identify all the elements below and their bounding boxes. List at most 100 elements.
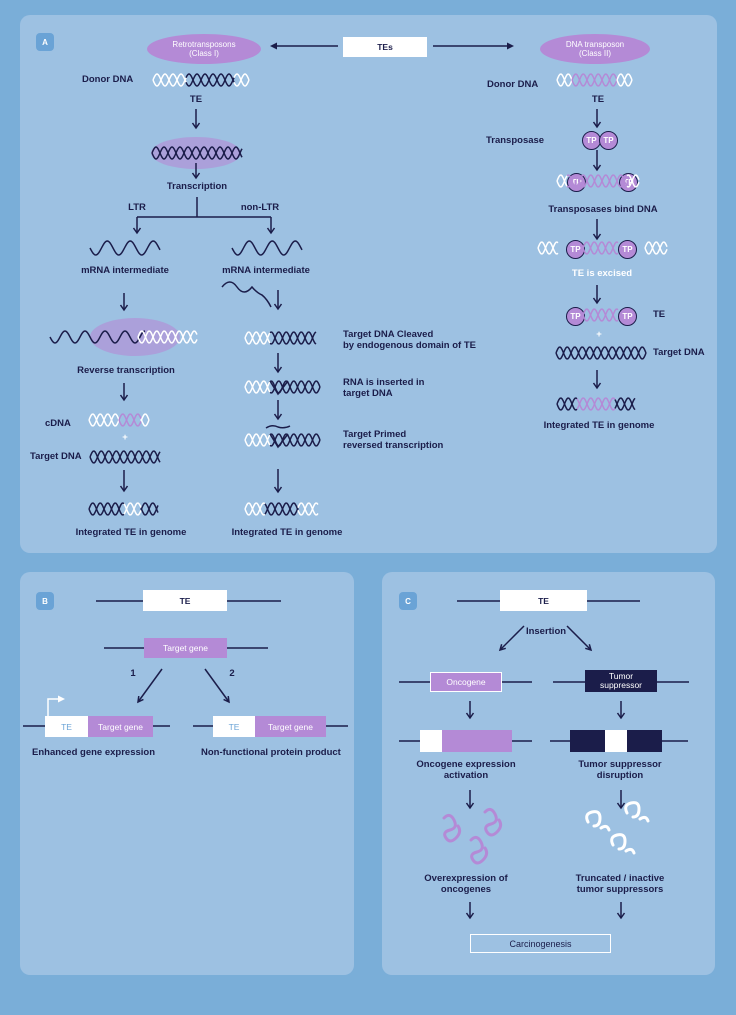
b-te-box: TE <box>143 590 227 611</box>
mrna-nonltr-label: mRNA intermediate <box>222 265 310 276</box>
promoter-arrow-icon <box>47 698 62 716</box>
dna-helix-icon <box>140 418 150 427</box>
dna-helix-icon <box>571 73 618 87</box>
target-primed-line2: reversed transcription <box>343 439 444 451</box>
dna-helix-icon <box>566 174 628 188</box>
dna-helix-icon <box>244 502 266 516</box>
arrow-head-icon <box>498 644 506 652</box>
arrow-head-icon <box>616 712 626 720</box>
retrotransposons-pill: Retrotransposons(Class I) <box>147 34 261 64</box>
arrow-head-icon <box>273 486 283 494</box>
panel-a-badge: A <box>36 33 54 51</box>
arrow-diagonal-icon <box>499 625 525 651</box>
te-excised-label: TE is excised <box>571 268 633 279</box>
arrow-head-icon <box>507 42 514 50</box>
dna-helix-icon <box>582 241 619 255</box>
arrow-diagonal-icon <box>137 668 163 703</box>
transcription-blob <box>151 137 241 169</box>
dna-helix-icon <box>264 502 299 516</box>
panel-a <box>20 15 717 553</box>
tp-circle: TP <box>566 307 585 326</box>
dna-helix-icon <box>118 413 142 427</box>
dna-te-label: TE <box>591 94 605 105</box>
dna-pill-line1: DNA transposon <box>565 39 625 49</box>
ltr-label: LTR <box>128 202 146 213</box>
mrna-strand-icon <box>231 240 303 256</box>
dna-helix-icon <box>185 73 235 87</box>
dna-helix-icon <box>644 241 668 255</box>
panel-c <box>382 572 715 975</box>
dna-helix-icon <box>582 308 619 322</box>
dna-helix-icon <box>297 502 319 516</box>
retro-pill-line1: Retrotransposons <box>172 39 236 49</box>
onco-activation-line1: Oncogene expression <box>416 759 516 770</box>
arrow-head-icon <box>585 644 593 652</box>
dna-helix-icon <box>88 502 125 516</box>
dna-helix-icon <box>244 380 271 394</box>
transposase-label: Transposase <box>486 135 545 146</box>
dna-helix-icon <box>140 502 159 516</box>
integrated-ltr-label: Integrated TE in genome <box>75 527 187 538</box>
arrow-head-icon <box>592 233 602 241</box>
dna-helix-icon <box>244 331 271 345</box>
tp-circle: TP <box>566 240 585 259</box>
truncated-protein-icon <box>585 810 611 832</box>
retro-plus: + <box>122 432 128 443</box>
dna-helix-icon <box>123 502 142 516</box>
arrow-head-icon <box>592 382 602 390</box>
dna-helix-icon <box>556 175 568 188</box>
ts-line2: suppressor <box>599 680 643 690</box>
dna-pill-line2: (Class II) <box>578 49 611 58</box>
ts-gene-white <box>605 730 627 752</box>
rna-inserted-line2: target DNA <box>343 387 393 399</box>
b-target-gene-left: Target gene <box>88 716 153 737</box>
tp-circle: TP <box>582 131 601 150</box>
dna-transposon-pill: DNA transposon(Class II) <box>540 34 650 64</box>
dna-helix-icon <box>582 308 619 322</box>
dna-helix-icon <box>582 241 619 255</box>
oncogene-protein-icon <box>469 835 489 865</box>
ts-disruption-line1: Tumor suppressor <box>578 759 662 770</box>
arrow-head-icon <box>465 712 475 720</box>
ts-gene-navy-right <box>627 730 662 752</box>
arrow-head-icon <box>592 297 602 305</box>
dna-helix-icon <box>556 397 578 411</box>
b-target-gene-right: Target gene <box>255 716 326 737</box>
dna-helix-icon <box>576 397 616 411</box>
reverse-transcription-label: Reverse transcription <box>77 365 175 376</box>
dna-helix-icon <box>88 413 120 427</box>
panel-c-badge: C <box>399 592 417 610</box>
oncogene-protein-icon <box>442 813 462 843</box>
b-te-small-left: TE <box>45 716 88 737</box>
b-target-gene-box: Target gene <box>144 638 227 658</box>
dna-helix-icon <box>244 502 266 516</box>
ts-gene-navy-left <box>570 730 605 752</box>
dna-helix-icon <box>140 413 150 422</box>
arrow-head-icon <box>592 121 602 129</box>
dna-plus: + <box>596 329 602 340</box>
non-ltr-label: non-LTR <box>240 202 280 213</box>
dna-helix-icon <box>269 380 321 394</box>
dna-helix-icon <box>269 331 317 345</box>
tes-box: TEs <box>343 37 427 57</box>
enhanced-label: Enhanced gene expression <box>32 747 156 758</box>
dna-helix-icon <box>269 331 317 345</box>
dna-helix-icon <box>137 330 198 344</box>
c-te-box: TE <box>500 590 587 611</box>
arrow-head-icon <box>191 122 201 130</box>
b-te-small-right: TE <box>213 716 255 737</box>
arrow-diagonal-icon <box>566 625 592 651</box>
arrow-head-icon <box>119 394 129 402</box>
arrow-head-icon <box>119 304 129 312</box>
overexpression-line2: oncogenes <box>440 883 492 895</box>
dna-helix-icon <box>185 73 235 87</box>
dna-helix-icon <box>616 73 633 87</box>
mrna-ltr-label: mRNA intermediate <box>81 265 169 276</box>
dna-helix-icon <box>556 397 578 411</box>
